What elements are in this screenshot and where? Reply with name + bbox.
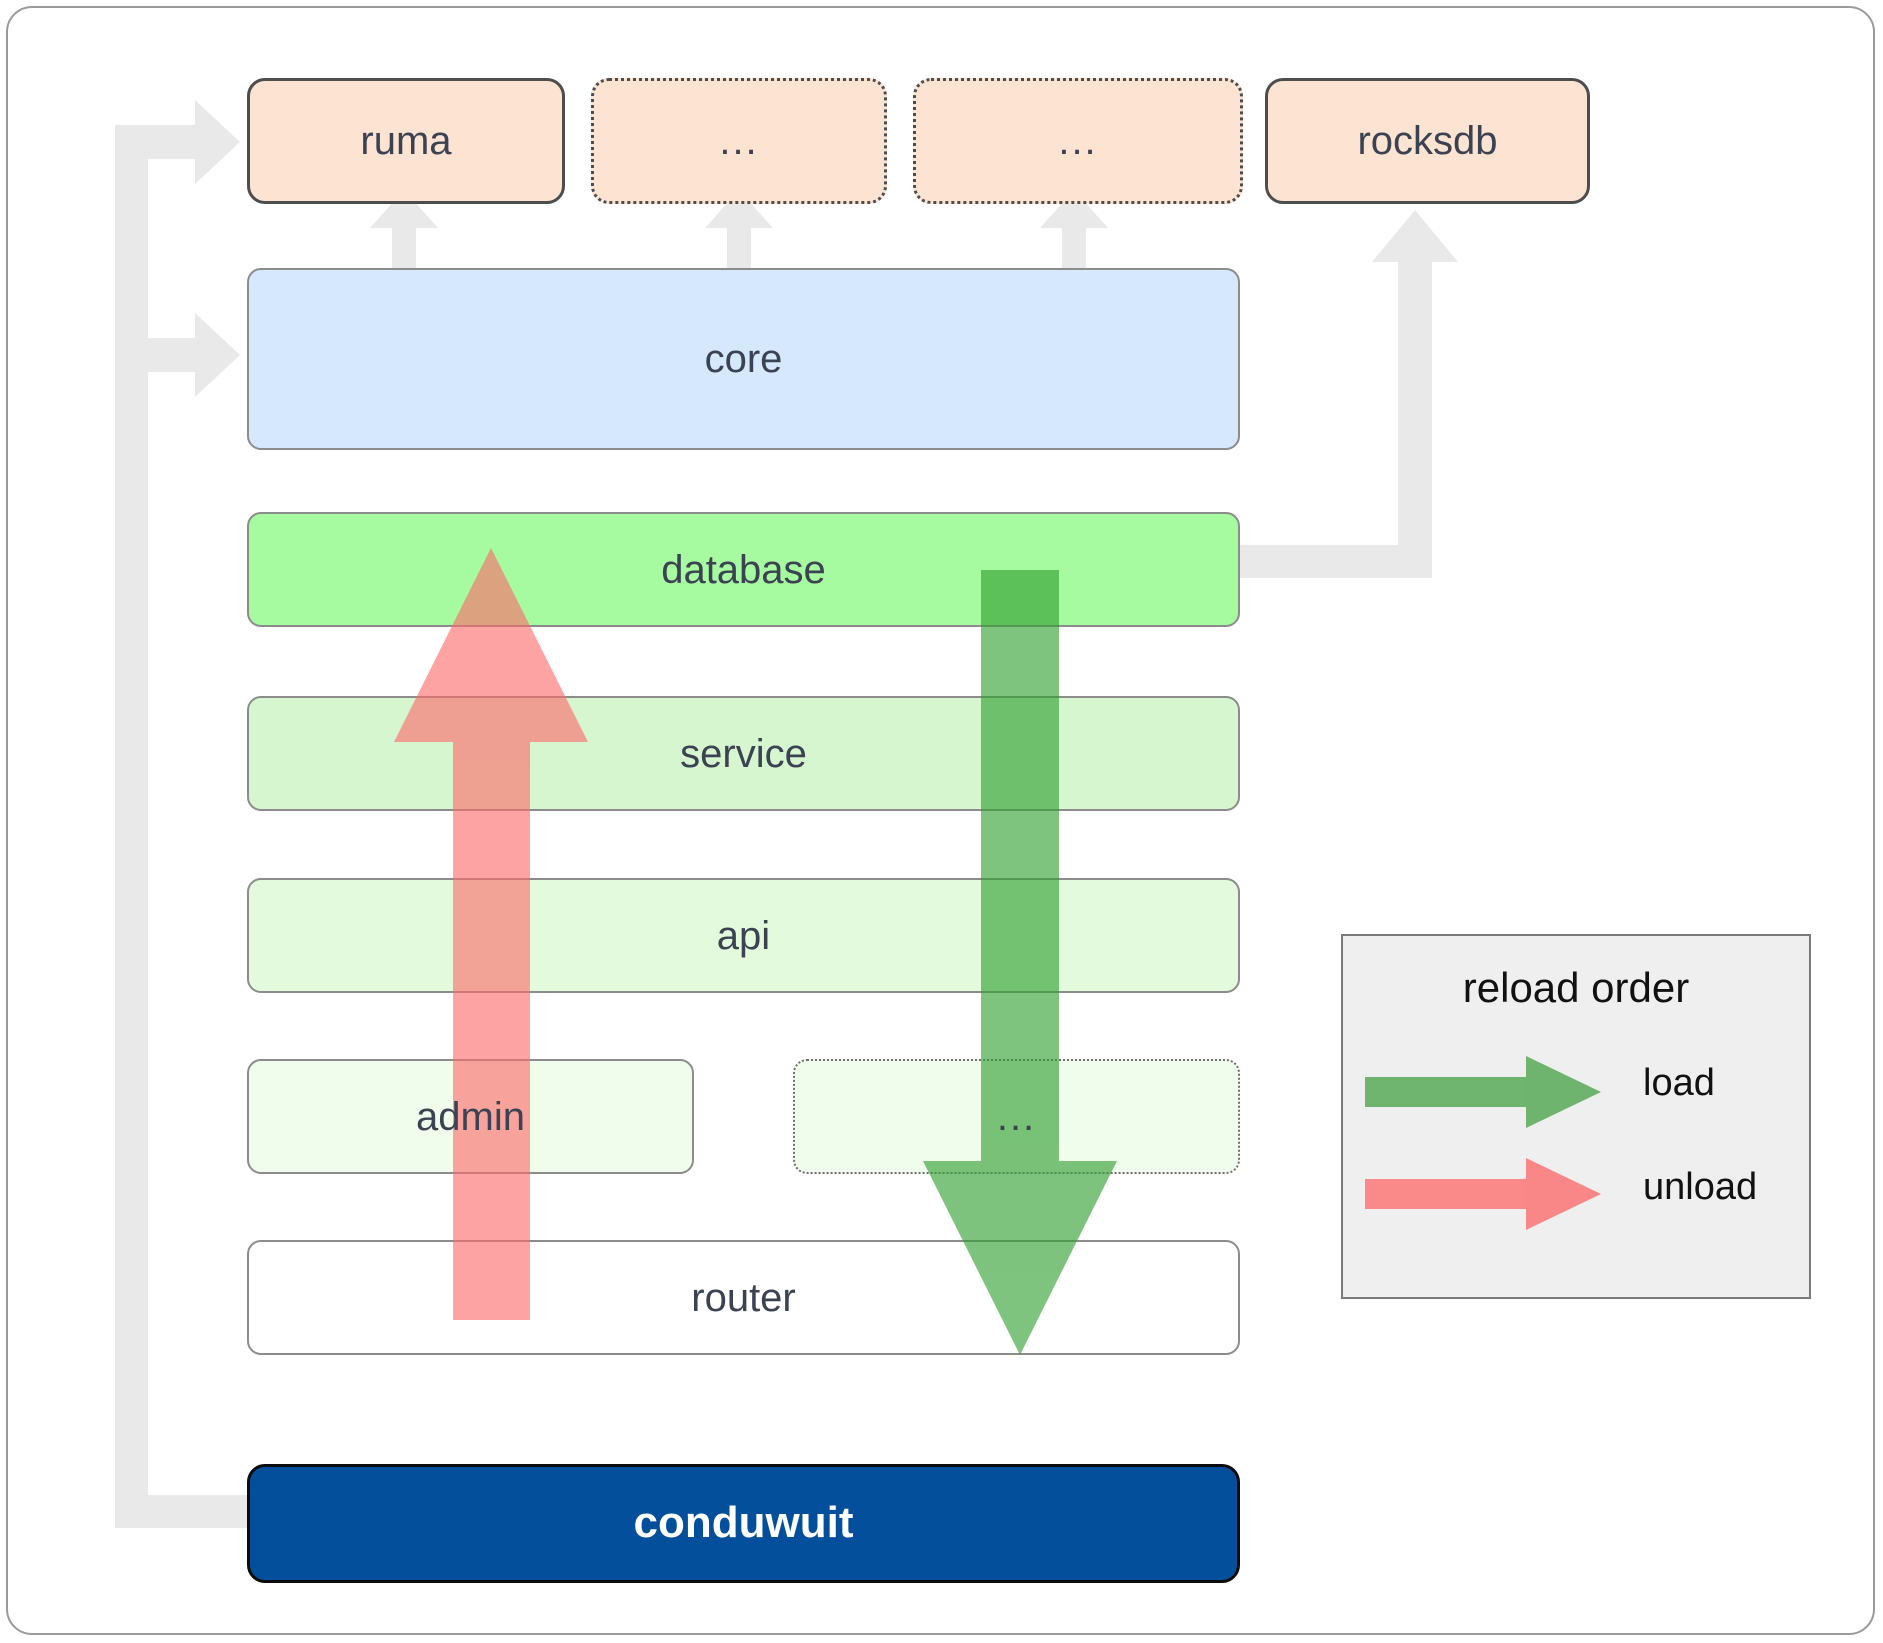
legend-label-load: load [1643, 1062, 1715, 1104]
layer-label-api: api [716, 913, 771, 958]
legend-unload-arrow [1365, 1158, 1601, 1230]
layer-box-ellipsis[interactable]: ... [793, 1059, 1240, 1174]
legend-load-arrow [1365, 1056, 1601, 1128]
layer-label-core: core [704, 337, 783, 381]
layer-label-database: database [661, 547, 826, 592]
layer-box-admin[interactable]: admin [247, 1059, 694, 1174]
layer-box-core[interactable]: core [247, 268, 1240, 450]
legend-title: reload order [1462, 964, 1690, 1011]
layer-label-router: router [691, 1275, 796, 1320]
diagram-frame [6, 6, 1875, 1635]
layer-box-service[interactable]: service [247, 696, 1240, 811]
dep-box-ellipsis-2[interactable]: ... [913, 78, 1243, 204]
legend-label-unload: unload [1643, 1166, 1758, 1208]
layer-label-admin: admin [416, 1094, 525, 1139]
layer-box-database[interactable]: database [247, 512, 1240, 627]
dep-box-ruma[interactable]: ruma [247, 78, 565, 204]
binary-box-conduwuit[interactable]: conduwuit [247, 1464, 1240, 1583]
dep-box-ellipsis-1[interactable]: ... [591, 78, 887, 204]
dep-label-ellipsis-2: ... [1058, 119, 1098, 163]
dep-label-ruma: ruma [360, 119, 452, 163]
dep-label-rocksdb: rocksdb [1357, 119, 1498, 163]
layer-label-ellipsis: ... [996, 1094, 1037, 1139]
layer-label-service: service [680, 731, 807, 776]
dep-box-rocksdb[interactable]: rocksdb [1265, 78, 1590, 204]
legend-arrows [1365, 1056, 1601, 1230]
layer-box-router[interactable]: router [247, 1240, 1240, 1355]
legend-panel: reload order load unload [1341, 934, 1811, 1299]
layer-box-api[interactable]: api [247, 878, 1240, 993]
dep-label-ellipsis-1: ... [719, 119, 759, 163]
binary-label-conduwuit: conduwuit [633, 1498, 854, 1548]
